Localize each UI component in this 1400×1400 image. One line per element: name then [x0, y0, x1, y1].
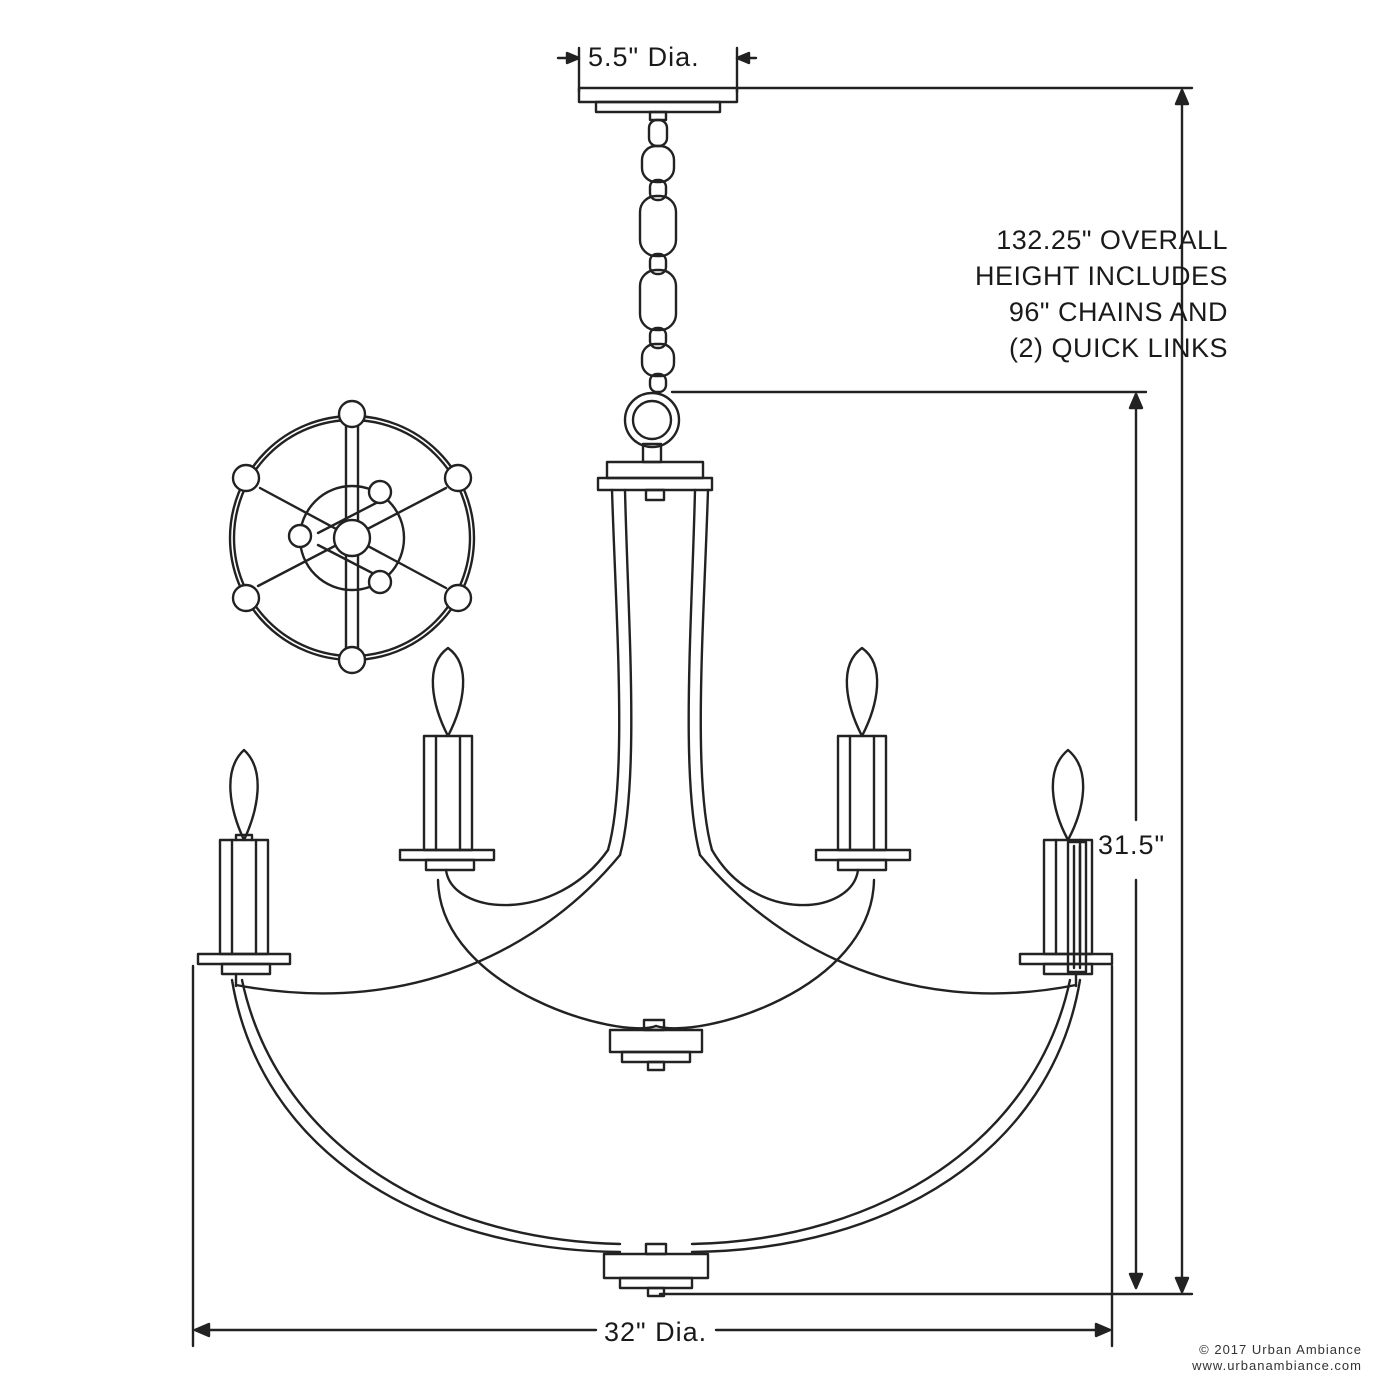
overall-height-note-line: HEIGHT INCLUDES — [974, 261, 1228, 291]
overall-height-note-line: (2) QUICK LINKS — [1008, 333, 1228, 363]
copyright-line: © 2017 Urban Ambiance — [1199, 1342, 1362, 1357]
website-url: www.urbanambiance.com — [1192, 1358, 1362, 1373]
middle-finial — [610, 1020, 702, 1070]
overall-height-note-line: 96" CHAINS AND — [1008, 297, 1228, 327]
candle-right-outer — [1020, 750, 1112, 986]
candle-right-inner — [816, 648, 910, 870]
ring-and-cap — [598, 393, 712, 500]
copyright-notice: © 2017 Urban Ambiance www.urbanambiance.… — [1192, 1342, 1362, 1374]
fixture-height-label: 31.5" — [1098, 830, 1166, 860]
center-column — [608, 490, 712, 855]
bottom-finial — [604, 1244, 708, 1296]
top-view-diagram — [230, 401, 474, 673]
fixture-diameter-label: 32" Dia. — [598, 1317, 714, 1348]
candle-left-outer — [198, 750, 290, 986]
overall-height-note-line: 132.25" OVERALL — [996, 225, 1228, 255]
chain — [640, 120, 676, 392]
canopy — [579, 88, 737, 120]
upper-arms — [236, 850, 1076, 1028]
candle-left-inner — [400, 648, 494, 870]
dimension-lines — [193, 48, 1192, 1346]
lower-arms — [232, 980, 1080, 1252]
canopy-diameter-label: 5.5" Dia. — [588, 42, 700, 72]
overall-height-note: 132.25" OVERALL HEIGHT INCLUDES 96" CHAI… — [975, 222, 1228, 366]
